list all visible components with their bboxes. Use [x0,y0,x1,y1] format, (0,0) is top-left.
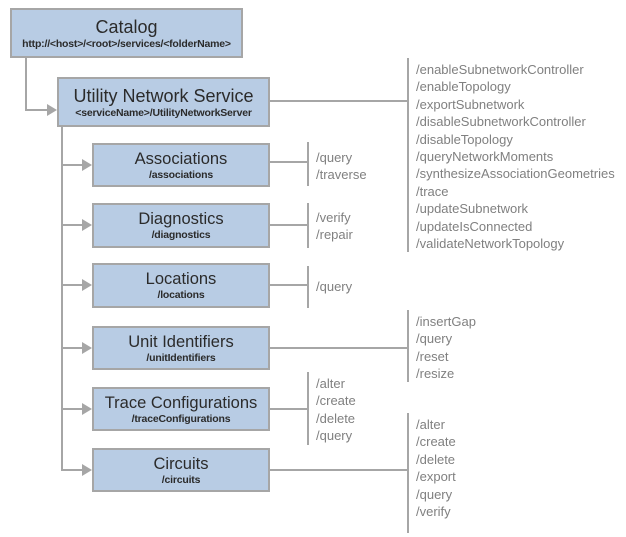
operation-label: /verify [416,504,451,520]
node-diagnostics-title: Diagnostics [138,210,224,228]
node-unit-identifiers: Unit Identifiers /unitIdentifiers [92,326,270,370]
operation-label: /alter [316,376,345,391]
arrowhead-icon [82,279,92,291]
operation-label: /validateNetworkTopology [416,236,565,252]
operation-label: /reset [416,348,449,364]
operation-label: /synthesizeAssociationGeometries [416,166,615,182]
node-unit-identifiers-url: /unitIdentifiers [146,351,216,364]
operation-label: /create [316,393,356,409]
connector-branch-diagnostics [62,224,83,226]
connector-catalog-horizontal [25,109,48,111]
operation-label: /updateSubnetwork [416,201,529,217]
operation-label: /repair [316,227,353,243]
connector-circuits-operations [270,469,407,471]
operation-label: /disableSubnetworkController [416,114,586,130]
operation-label: /exportSubnetwork [416,96,525,112]
operation-label: /verify [316,210,351,225]
operation-label: /export [416,469,456,485]
connector-branch-locations [62,284,83,286]
node-diagnostics: Diagnostics /diagnostics [92,203,270,248]
arrowhead-icon [82,464,92,476]
operation-label: /alter [416,417,445,432]
locations-operations-list: /query [316,278,352,295]
bracket-diagnostics-operations [307,203,309,248]
node-circuits-title: Circuits [153,454,209,473]
node-circuits-url: /circuits [161,473,201,486]
node-locations: Locations /locations [92,263,270,308]
node-trace-configurations-title: Trace Configurations [104,393,258,412]
node-associations: Associations /associations [92,143,270,187]
connector-trunk-vertical [61,127,63,471]
connector-branch-trace-configurations [62,408,83,410]
operation-label: /trace [416,183,449,199]
operation-label: /delete [416,451,456,467]
node-trace-configurations-url: /traceConfigurations [131,412,231,425]
connector-catalog-vertical [25,58,27,111]
node-circuits: Circuits /circuits [92,448,270,492]
arrowhead-icon [82,403,92,415]
circuits-operations-list: /alter /create /delete /export /query /v… [416,416,456,520]
bracket-trace-configurations-operations [307,372,309,445]
uns-operations-list: /enableSubnetworkController /enableTopol… [416,61,615,252]
bracket-unit-identifiers-operations [407,310,409,382]
operation-label: /queryNetworkMoments [416,149,554,165]
node-catalog-title: Catalog [95,16,158,37]
operation-label: /insertGap [416,314,476,329]
node-catalog: Catalog http://<host>/<root>/services/<f… [10,8,243,58]
operation-label: /delete [316,410,356,426]
bracket-uns-operations [407,58,409,252]
node-diagnostics-url: /diagnostics [151,229,211,241]
connector-trace-configurations-operations [270,408,307,410]
node-associations-url: /associations [149,168,213,181]
node-associations-title: Associations [134,149,228,168]
node-locations-url: /locations [157,289,205,301]
operation-label: /enableSubnetworkController [416,62,584,77]
operation-label: /query [416,486,453,502]
operation-label: /resize [416,366,455,382]
node-uns-url: <serviceName>/UtilityNetworkServer [75,106,252,119]
node-uns-title: Utility Network Service [73,85,254,106]
connector-branch-circuits [62,469,83,471]
node-catalog-url: http://<host>/<root>/services/<folderNam… [22,37,231,50]
bracket-locations-operations [307,266,309,308]
operation-label: /query [316,279,353,294]
arrowhead-icon [47,104,57,116]
connector-locations-operations [270,284,307,286]
connector-unit-identifiers-operations [270,347,407,349]
trace-configurations-operations-list: /alter /create /delete /query [316,375,356,445]
operation-label: /updateIsConnected [416,218,533,234]
connector-uns-operations [270,100,407,102]
operation-label: /query [316,428,353,444]
connector-associations-operations [270,161,307,163]
operation-label: /traverse [316,167,367,183]
node-unit-identifiers-title: Unit Identifiers [128,332,234,351]
arrowhead-icon [82,159,92,171]
diagnostics-operations-list: /verify /repair [316,209,353,244]
operation-label: /query [416,331,453,347]
operation-label: /disableTopology [416,131,513,147]
arrowhead-icon [82,219,92,231]
node-locations-title: Locations [145,270,217,288]
operation-label: /enableTopology [416,79,511,95]
unit-identifiers-operations-list: /insertGap /query /reset /resize [416,313,476,383]
arrowhead-icon [82,342,92,354]
bracket-circuits-operations [407,413,409,533]
node-utility-network-service: Utility Network Service <serviceName>/Ut… [57,77,270,127]
operation-label: /create [416,434,456,450]
connector-branch-unit-identifiers [62,347,83,349]
operation-label: /query [316,150,353,165]
node-trace-configurations: Trace Configurations /traceConfiguration… [92,387,270,431]
connector-branch-associations [62,164,83,166]
connector-diagnostics-operations [270,224,307,226]
associations-operations-list: /query /traverse [316,149,367,184]
bracket-associations-operations [307,142,309,186]
